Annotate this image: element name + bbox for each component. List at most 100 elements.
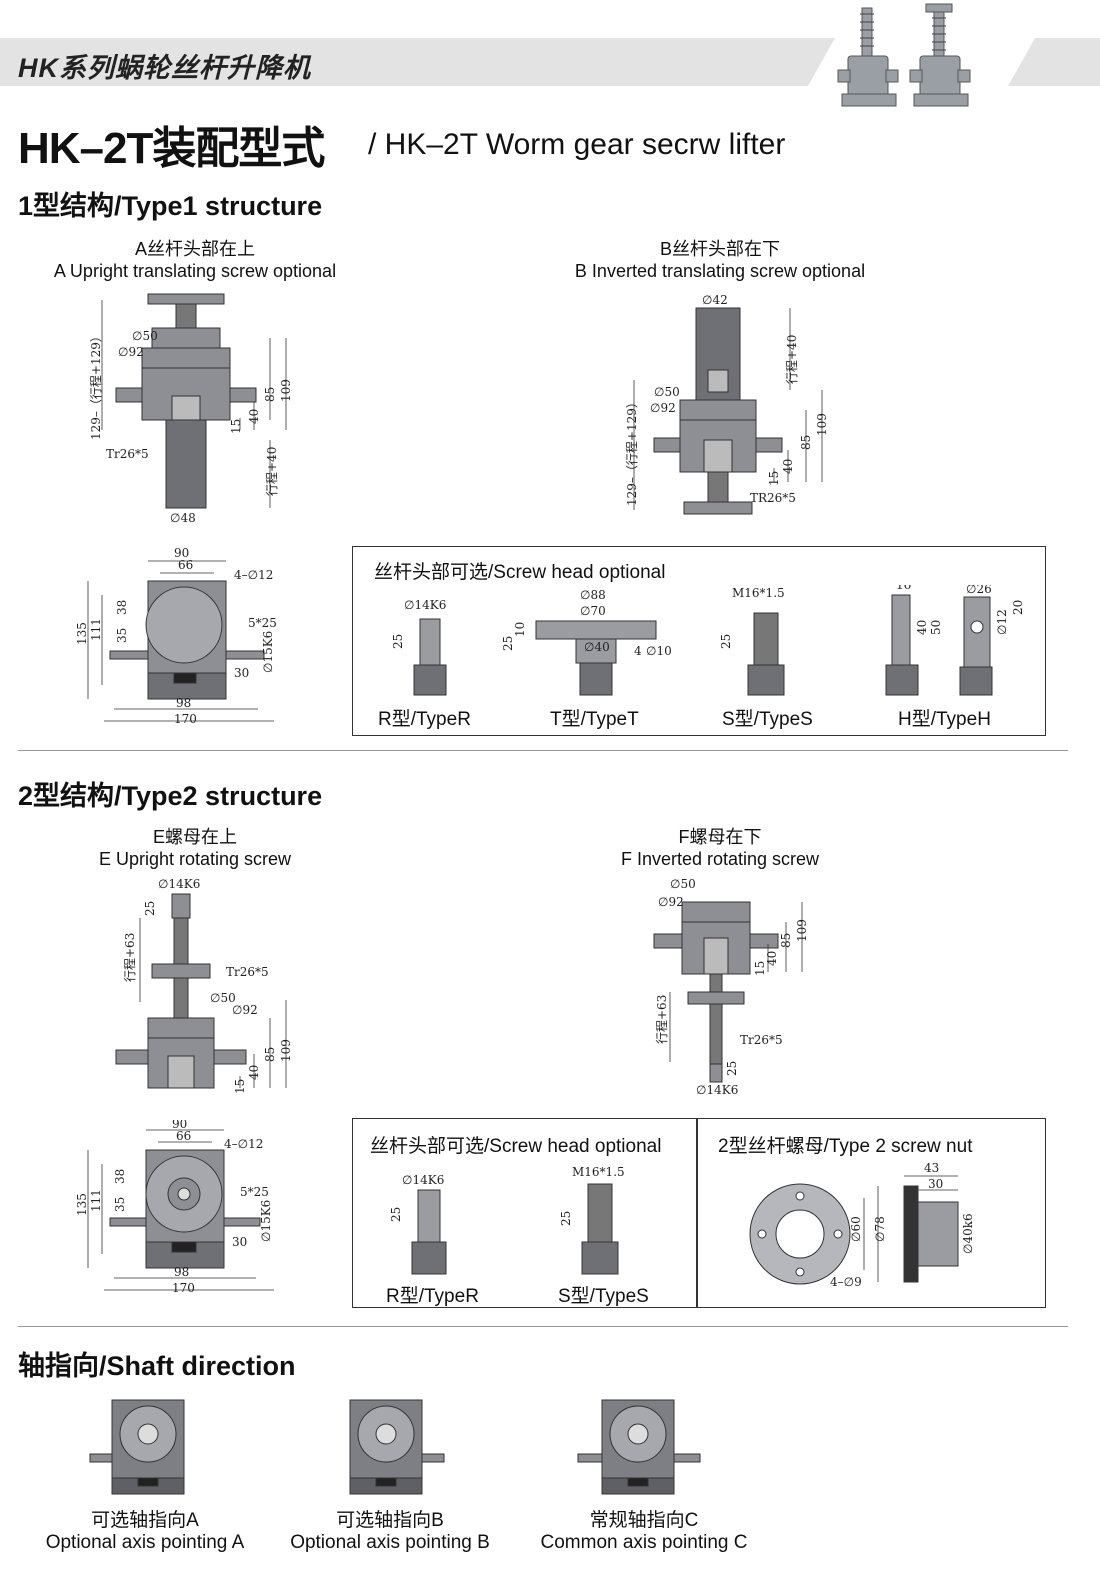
shaft-drawing-a [89, 1399, 185, 1495]
dim-stroke-b2: 129–（行程+129） [624, 396, 639, 506]
dim-h15: 15 [753, 961, 767, 976]
dim-h38: 38 [113, 1169, 127, 1184]
dim-d92: ∅92 [650, 401, 676, 415]
dim-4d12: 4–∅12 [224, 1137, 263, 1151]
type2-heading: 2型结构/Type2 structure [18, 781, 323, 811]
dim-d88: ∅88 [580, 588, 606, 602]
type2-screw-head-drawings: ∅14K6 25 M16*1.5 25 [389, 1165, 625, 1275]
type2-nut-drawing: 43 30 ∅60 ∅78 ∅40k6 4–∅9 [749, 1161, 975, 1289]
type1-b-caption: B丝杆头部在下 B Inverted translating screw opt… [555, 238, 885, 282]
dim-h40: 40 [247, 409, 261, 424]
type2-e-en: E Upright rotating screw [98, 849, 292, 869]
shaft-drawing-b [349, 1399, 445, 1495]
type1-screw-head-title: 丝杆头部可选/Screw head optional [374, 562, 666, 583]
dim-d26: ∅26 [966, 585, 992, 596]
dim-h25t: 25 [501, 636, 515, 651]
header-banner [0, 38, 1100, 86]
type2-e-caption: E螺母在上 E Upright rotating screw [30, 826, 360, 870]
type2-nut-box [696, 1118, 1046, 1308]
dim-w66: 66 [176, 1129, 191, 1143]
type1-label-t: T型/TypeT [550, 709, 639, 730]
series-title: HK系列蜗轮丝杆升降机 [18, 53, 311, 83]
shaft-heading: 轴指向/Shaft direction [18, 1351, 296, 1381]
type1-label-r: R型/TypeR [378, 709, 471, 730]
dim-d15k6: ∅15K6 [261, 631, 275, 673]
dim-w170: 170 [174, 712, 197, 726]
dim-h15: 15 [233, 1079, 247, 1094]
dim-w30: 30 [234, 666, 249, 680]
dim-d10: ∅10 [646, 644, 672, 658]
dim-d14k6: ∅14K6 [404, 598, 446, 612]
type2-e-cn: E螺母在上 [152, 827, 237, 847]
dim-d12: ∅12 [995, 609, 1009, 635]
dim-h15: 15 [229, 419, 243, 434]
drawing-b-inverted: ∅42 ∅50 ∅92 TR26*5 行程+40 129–（行程+129） 85… [624, 293, 829, 515]
type1-a-caption: A丝杆头部在上 A Upright translating screw opti… [30, 238, 360, 282]
dim-h40: 40 [765, 951, 779, 966]
dim-d15k6: ∅15K6 [259, 1200, 273, 1242]
dim-tr26: Tr26*5 [226, 965, 269, 979]
dim-w30: 30 [232, 1235, 247, 1249]
dim-d50: ∅50 [132, 329, 158, 343]
dim-h35: 35 [115, 628, 129, 643]
dim-h85: 85 [779, 933, 793, 948]
shaft-drawing-c [577, 1399, 701, 1495]
dim-d50: ∅50 [654, 385, 680, 399]
type1-screw-head-box [352, 546, 1046, 736]
dim-d78: ∅78 [873, 1216, 887, 1242]
type1-heading: 1型结构/Type1 structure [18, 191, 323, 221]
product-photo [837, 3, 971, 107]
shaft-c-cn: 常规轴指向C [589, 1510, 699, 1531]
type2-label-s: S型/TypeS [558, 1286, 649, 1307]
dim-h135: 135 [75, 1193, 89, 1216]
shaft-caption-c: 常规轴指向C Common axis pointing C [524, 1510, 764, 1554]
type2-screw-head-box [352, 1118, 698, 1308]
top-view-type1: 90 66 4–∅12 5*25 30 98 170 135 111 38 35… [75, 546, 277, 726]
dim-h50: 50 [929, 620, 943, 635]
drawing-a-upright: ∅50 ∅92 Tr26*5 ∅48 129–（行程+129） 行程+40 85… [88, 293, 293, 525]
dim-5x25: 5*25 [240, 1185, 269, 1199]
type2-f-en: F Inverted rotating screw [620, 849, 820, 869]
dim-h25: 25 [725, 1061, 739, 1076]
type1-label-h: H型/TypeH [898, 709, 991, 730]
dim-d70: ∅70 [580, 604, 606, 618]
dim-w98: 98 [176, 696, 191, 710]
dim-d50: ∅50 [210, 991, 236, 1005]
dim-h111: 111 [89, 618, 103, 641]
type2-f-cn: F螺母在下 [678, 827, 762, 847]
dim-d60: ∅60 [849, 1216, 863, 1242]
dim-h25s: 25 [719, 634, 733, 649]
dim-h40h: 40 [915, 620, 929, 635]
page-title: HK–2T装配型式 [18, 124, 325, 173]
top-view-type2: 90 66 4–∅12 5*25 30 98 170 135 111 38 35… [75, 1120, 274, 1295]
dim-h10: 10 [513, 622, 527, 637]
dim-d48: ∅48 [170, 511, 196, 525]
dim-stroke63: 行程+63 [122, 933, 137, 982]
dim-w170: 170 [172, 1281, 195, 1295]
type2-label-r: R型/TypeR [386, 1286, 479, 1307]
dim-stroke-a: 129–（行程+129） [88, 330, 103, 440]
dim-h16: 16 [896, 585, 911, 592]
type1-a-cn: A丝杆头部在上 [134, 239, 255, 259]
dim-h109: 109 [279, 379, 293, 402]
type2-screw-head-title: 丝杆头部可选/Screw head optional [370, 1136, 662, 1157]
page-subtitle: / HK–2T Worm gear secrw lifter [368, 128, 786, 161]
dim-5x25: 5*25 [248, 616, 277, 630]
dim-h109: 109 [279, 1039, 293, 1062]
dim-m16: M16*1.5 [732, 586, 785, 600]
type1-b-cn: B丝杆头部在下 [659, 239, 780, 259]
dim-h135: 135 [75, 622, 89, 645]
dim-h111: 111 [89, 1189, 103, 1212]
dim-h25: 25 [391, 634, 405, 649]
shaft-a-en: Optional axis pointing A [45, 1532, 245, 1553]
shaft-a-cn: 可选轴指向A [91, 1510, 199, 1531]
dim-h85: 85 [263, 1047, 277, 1062]
dim-w98: 98 [174, 1265, 189, 1279]
shaft-b-en: Optional axis pointing B [290, 1532, 490, 1553]
type2-f-caption: F螺母在下 F Inverted rotating screw [555, 826, 885, 870]
dim-d92: ∅92 [658, 895, 684, 909]
type1-b-en: B Inverted translating screw optional [574, 261, 866, 281]
dim-h85: 85 [263, 387, 277, 402]
shaft-caption-a: 可选轴指向A Optional axis pointing A [30, 1510, 260, 1554]
dim-w66: 66 [178, 558, 193, 572]
